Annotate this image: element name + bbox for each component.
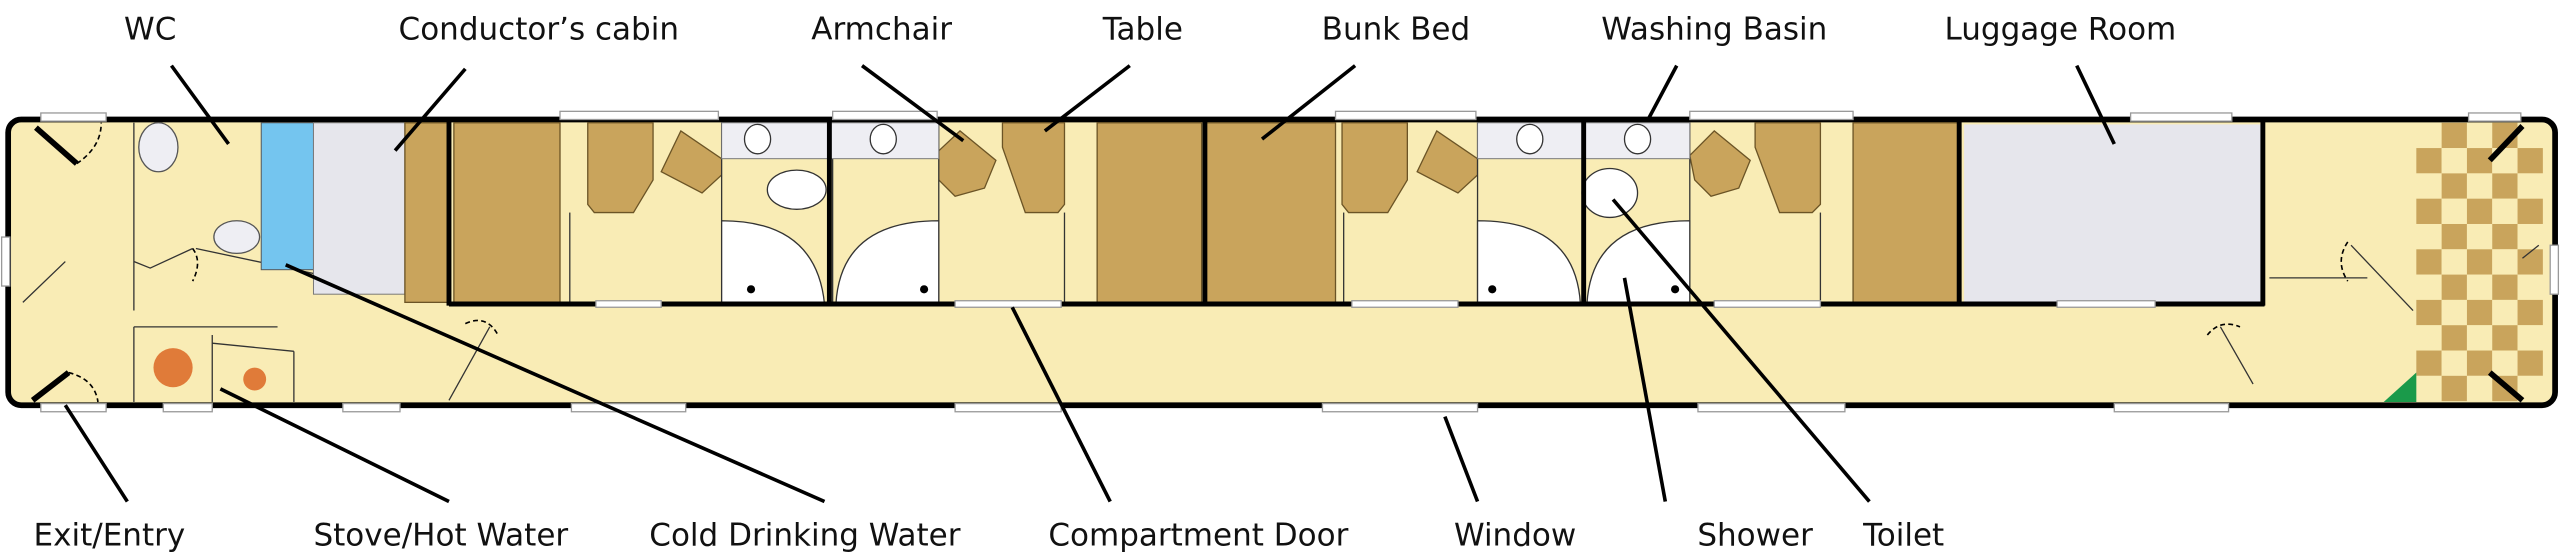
checker-tile xyxy=(2441,325,2467,351)
checker-tile xyxy=(2517,325,2543,351)
bunk-bed xyxy=(1204,122,1337,304)
checker-tile xyxy=(2466,375,2493,402)
checker-tile xyxy=(2492,223,2518,250)
checker-tile xyxy=(2517,198,2543,224)
checker-tile xyxy=(2466,198,2493,224)
checker-tile xyxy=(2466,122,2493,149)
checker-tile xyxy=(2492,299,2518,326)
label-cold-drinking-water: Cold Drinking Water xyxy=(649,518,960,554)
label-conductors-cabin: Conductor’s cabin xyxy=(399,12,679,48)
checker-tile xyxy=(2416,299,2442,326)
checker-tile xyxy=(2517,148,2543,174)
checker-tile xyxy=(2441,375,2467,402)
checker-tile xyxy=(2441,173,2467,199)
label-toilet: Toilet xyxy=(1862,518,1944,554)
label-stove-hot-water: Stove/Hot Water xyxy=(313,518,568,554)
table xyxy=(1416,129,1479,194)
checker-tile xyxy=(2466,274,2493,300)
checker-tile xyxy=(2466,173,2493,199)
leader-lines xyxy=(63,64,2116,504)
bunk-bed xyxy=(1096,122,1203,304)
bathroom-pair xyxy=(720,122,940,305)
checker-tile xyxy=(2466,325,2493,351)
checker-tile xyxy=(2416,350,2442,376)
checker-tile xyxy=(2416,249,2442,275)
exterior-doors[interactable] xyxy=(22,122,2540,403)
label-luggage-room: Luggage Room xyxy=(1945,12,2177,48)
checker-tile xyxy=(2492,350,2518,376)
label-wc: WC xyxy=(124,12,176,48)
windows xyxy=(0,110,2560,413)
checker-tile xyxy=(2492,325,2518,351)
compartments xyxy=(446,119,2266,308)
checker-tile xyxy=(2416,325,2442,351)
table xyxy=(660,129,723,194)
checker-tile xyxy=(2517,223,2543,250)
label-table: Table xyxy=(1102,12,1183,48)
toilet xyxy=(1581,167,1639,219)
conductor-bed xyxy=(404,122,450,304)
checker-tile xyxy=(2492,274,2518,300)
checker-tile xyxy=(2492,173,2518,199)
checker-tile xyxy=(2517,173,2543,199)
checker-tile xyxy=(2466,299,2493,326)
cold-drinking-water xyxy=(260,122,314,271)
checker-tile xyxy=(2441,198,2467,224)
label-compartment-door: Compartment Door xyxy=(1048,518,1348,554)
table xyxy=(1001,122,1066,214)
label-shower: Shower xyxy=(1697,518,1813,554)
checker-tile xyxy=(2416,223,2442,250)
checker-tile xyxy=(2441,274,2467,300)
checker-tile xyxy=(2441,350,2467,376)
checker-tile xyxy=(2466,223,2493,250)
checker-tile xyxy=(2466,148,2493,174)
checker-tile xyxy=(2416,173,2442,199)
wc-toilet xyxy=(138,122,179,173)
label-washing-basin: Washing Basin xyxy=(1601,12,1827,48)
armchair xyxy=(587,122,654,214)
checkered-floor xyxy=(2416,122,2543,402)
checker-tile xyxy=(2416,122,2442,149)
armchair xyxy=(1341,122,1408,214)
checker-tile xyxy=(2492,249,2518,275)
checker-tile xyxy=(2492,198,2518,224)
checker-tile xyxy=(2517,274,2543,300)
checker-tile xyxy=(2416,274,2442,300)
checker-tile xyxy=(2466,350,2493,376)
checker-tile xyxy=(2517,299,2543,326)
checker-tile xyxy=(2441,223,2467,250)
armchair xyxy=(1689,130,1751,197)
stove xyxy=(153,348,193,388)
label-window: Window xyxy=(1454,518,1576,554)
checker-tile xyxy=(2441,249,2467,275)
checker-tile xyxy=(2441,122,2467,149)
label-armchair: Armchair xyxy=(811,12,952,48)
table xyxy=(1754,122,1822,214)
checker-tile xyxy=(2441,299,2467,326)
checker-tile xyxy=(2416,198,2442,224)
checker-tile xyxy=(2441,148,2467,174)
checker-tile xyxy=(2466,249,2493,275)
label-bunk-bed: Bunk Bed xyxy=(1322,12,1470,48)
toilet xyxy=(766,169,827,210)
label-exit-entry: Exit/Entry xyxy=(34,518,186,554)
bathroom-pair xyxy=(1476,122,1691,305)
luggage-room xyxy=(1964,124,2262,304)
checker-tile xyxy=(2517,249,2543,275)
bunk-bed xyxy=(453,122,561,304)
hot-water xyxy=(243,367,267,391)
checker-tile xyxy=(2416,375,2442,402)
bunk-bed xyxy=(1852,122,1960,304)
wc-basin xyxy=(213,220,261,255)
checker-tile xyxy=(2416,148,2442,174)
conductor-storage xyxy=(312,122,406,295)
checker-tile xyxy=(2517,350,2543,376)
